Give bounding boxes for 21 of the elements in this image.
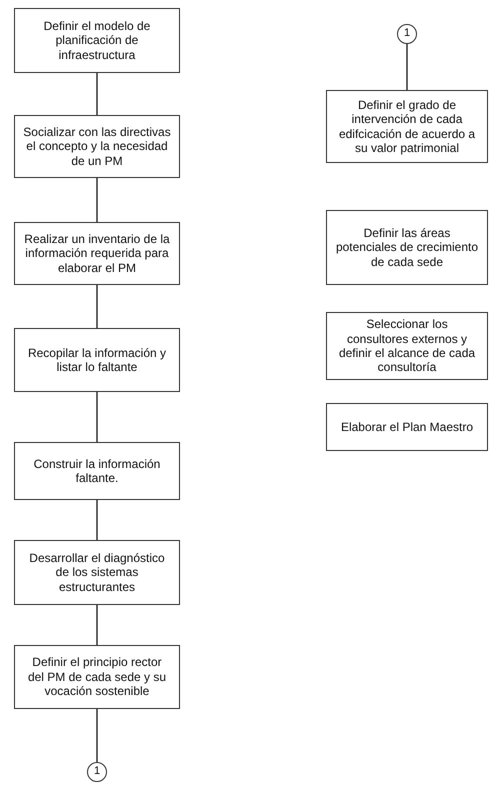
connector-circle: 1 (397, 24, 417, 44)
connector-line (96, 709, 98, 762)
process-box: Construir la información faltante. (14, 442, 180, 500)
connector-line (96, 178, 98, 222)
connector-line (96, 392, 98, 442)
connector-line (96, 605, 98, 645)
process-box: Elaborar el Plan Maestro (326, 403, 488, 451)
process-box: Recopilar la información y listar lo faltante (14, 328, 180, 392)
process-box: Realizar un inventario de la información requerida para elaborar el PM (14, 222, 180, 285)
process-box: Seleccionar los consultores externos y definir el alcance de cada consultoría (326, 312, 488, 380)
process-box: Definir las áreas potenciales de crecimiento de cada sede (326, 210, 488, 285)
connector-line (406, 44, 408, 90)
connector-line (96, 285, 98, 328)
process-box: Definir el grado de intervención de cada edifcicación de acuerdo a su valor patrimonial (326, 90, 488, 163)
connector-line (96, 73, 98, 115)
process-box: Socializar con las directivas el concepto y la necesidad de un PM (14, 115, 180, 178)
process-box: Definir el modelo de planificación de infraestructura (14, 8, 180, 73)
connector-line (96, 500, 98, 540)
process-box: Definir el principio rector del PM de cada sede y su vocación sostenible (14, 645, 180, 709)
connector-circle: 1 (87, 762, 107, 782)
process-box: Desarrollar el diagnóstico de los sistemas estructurantes (14, 540, 180, 605)
